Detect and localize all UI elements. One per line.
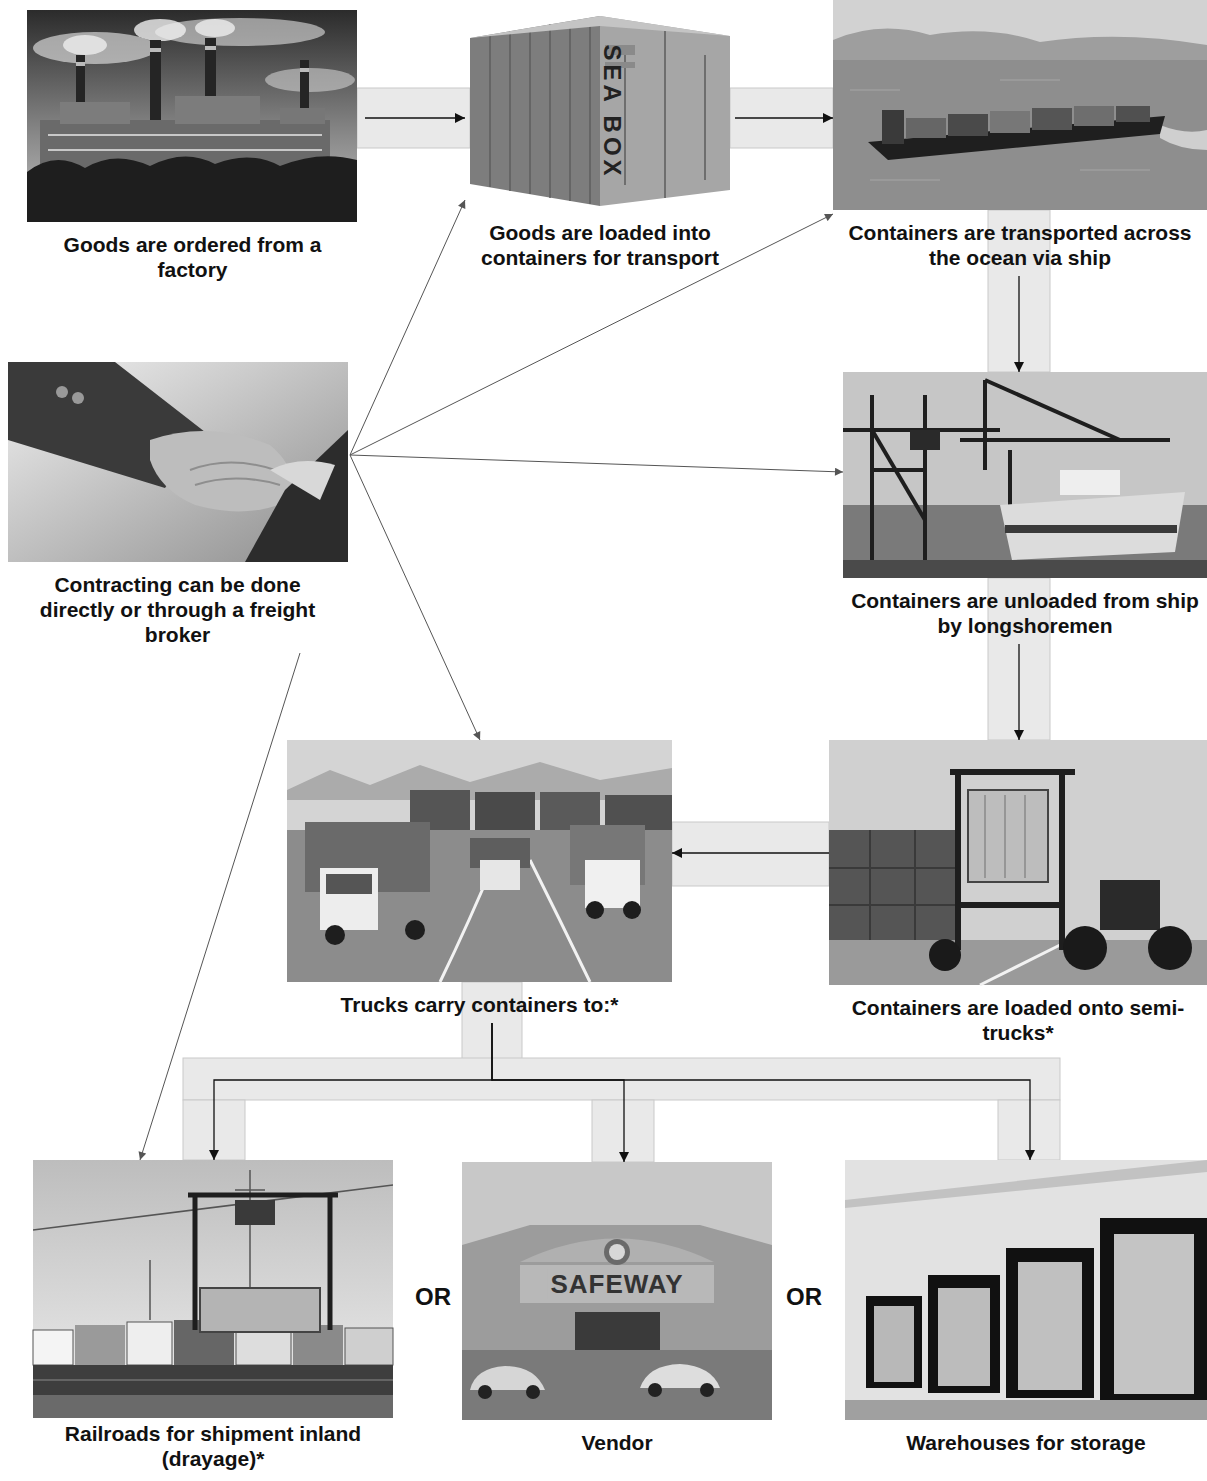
contract-arrow (350, 455, 843, 472)
store-photo (462, 1162, 772, 1420)
photo-text: SEA BOX (598, 44, 626, 179)
handshake-photo (8, 362, 348, 562)
container-photo (470, 16, 730, 206)
contract-arrow (350, 214, 833, 455)
step-caption: Containers are transported across the oc… (833, 220, 1207, 270)
step-caption: Trucks carry containers to:* (287, 992, 672, 1017)
step-caption: Containers are loaded onto semi-trucks* (829, 995, 1207, 1045)
step-caption: Goods are loaded into containers for tra… (465, 220, 735, 270)
flow-arrow (365, 117, 465, 118)
photo-step: Vendor (462, 1162, 772, 1461)
flow-arrow (492, 1023, 1030, 1160)
step-caption: Vendor (462, 1430, 772, 1455)
trucks-photo (287, 740, 672, 982)
step-caption: Warehouses for storage (845, 1430, 1207, 1455)
photo-step: Goods are ordered from a factory (20, 10, 365, 288)
photo-text: SAFEWAY (547, 1269, 686, 1299)
or-label: OR (412, 1283, 454, 1311)
warehouse-photo (845, 1160, 1207, 1420)
flow-arrow (214, 1023, 492, 1160)
flow-arrow (672, 852, 829, 853)
flow-arrow (492, 1023, 624, 1162)
photo-step: Containers are unloaded from ship by lon… (843, 372, 1207, 644)
contract-arrow (140, 653, 300, 1160)
contract-arrow (350, 455, 480, 740)
flow-arrow (1018, 644, 1019, 740)
photo-step: Contracting can be done directly or thro… (5, 362, 350, 653)
photo-step: Containers are transported across the oc… (833, 0, 1207, 276)
step-caption: Goods are ordered from a factory (20, 232, 365, 282)
crane-photo (843, 372, 1207, 578)
ship-photo (833, 0, 1207, 210)
photo-step: Warehouses for storage (845, 1160, 1207, 1461)
railroad-photo (33, 1160, 393, 1418)
step-caption: Railroads for shipment inland (drayage)* (33, 1421, 393, 1471)
photo-step: Trucks carry containers to:* (287, 740, 672, 1023)
flow-arrow (735, 117, 833, 118)
straddle-carrier-photo (829, 740, 1207, 985)
or-label: OR (783, 1283, 825, 1311)
photo-step: Railroads for shipment inland (drayage)* (33, 1160, 393, 1477)
contract-arrow (350, 200, 465, 455)
photo-step: Containers are loaded onto semi-trucks* (829, 740, 1207, 1051)
step-caption: Containers are unloaded from ship by lon… (843, 588, 1207, 638)
factory-photo (27, 10, 357, 222)
step-caption: Contracting can be done directly or thro… (5, 572, 350, 647)
flow-arrow (1018, 276, 1019, 372)
